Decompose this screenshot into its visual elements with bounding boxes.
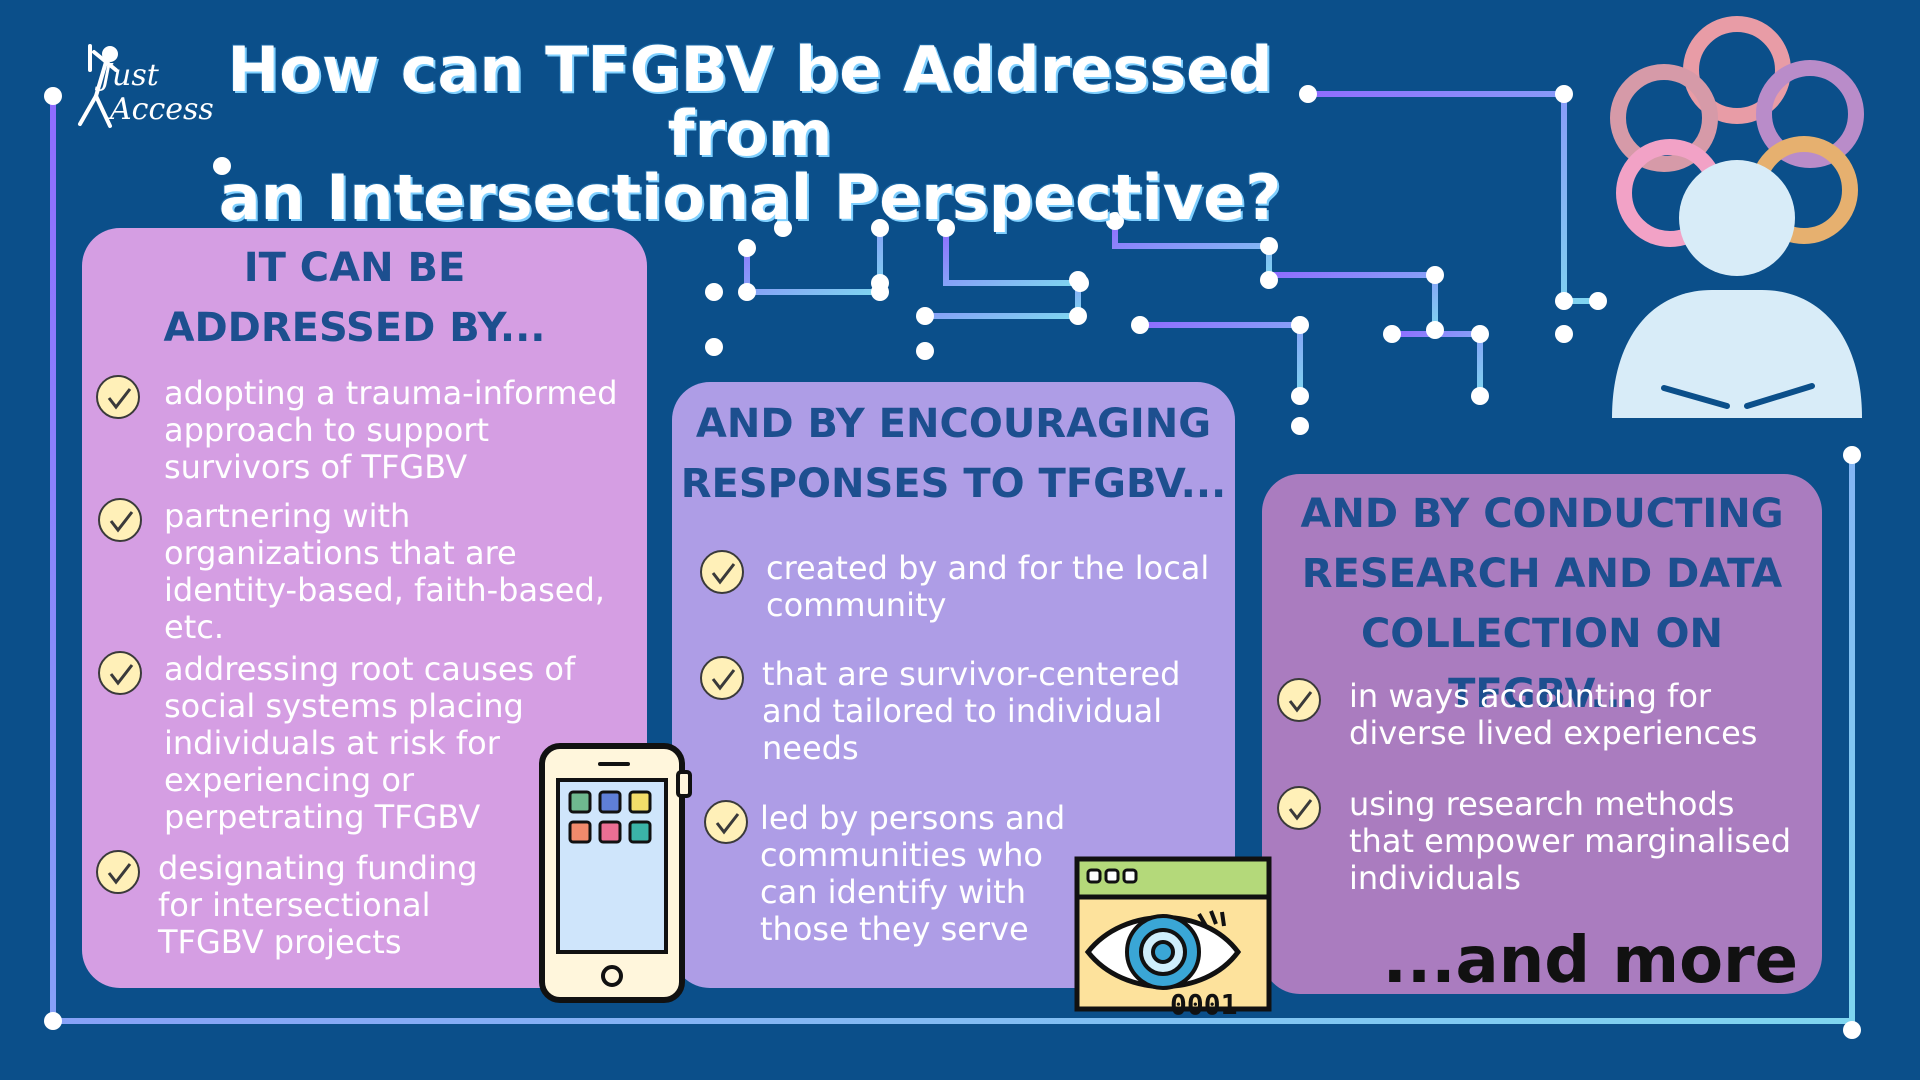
- logo-text-just: Just: [100, 58, 159, 93]
- responses-heading: AND BY ENCOURAGING RESPONSES TO TFGBV...: [672, 394, 1235, 514]
- research-panel: AND BY CONDUCTING RESEARCH AND DATA COLL…: [1262, 474, 1822, 998]
- list-item: partnering with organizations that are i…: [98, 498, 618, 646]
- research-heading: AND BY CONDUCTING RESEARCH AND DATA COLL…: [1262, 484, 1822, 724]
- check-circle-icon: [1277, 786, 1321, 830]
- list-item: designating funding for intersectional T…: [96, 850, 506, 961]
- check-circle-icon: [1277, 678, 1321, 722]
- smartphone-icon: [539, 743, 692, 1003]
- check-circle-icon: [96, 375, 140, 419]
- page-title-line2: an Intersectional Perspective?: [218, 161, 1282, 234]
- check-circle-icon: [96, 850, 140, 894]
- eye-surveillance-icon: 0001: [1074, 856, 1272, 1016]
- heading-line: ADDRESSED BY...: [163, 305, 546, 351]
- list-item-text: adopting a trauma-informed approach to s…: [164, 374, 618, 486]
- heading-line: RESPONSES TO TFGBV...: [680, 461, 1227, 507]
- check-circle-icon: [700, 656, 744, 700]
- check-circle-icon: [704, 800, 748, 844]
- page-title-line1: How can TFGBV be Addressed from: [227, 33, 1273, 170]
- ring-icon: [1610, 64, 1718, 172]
- heading-line: IT CAN BE: [243, 245, 466, 291]
- check-circle-icon: [700, 550, 744, 594]
- list-item-text: partnering with organizations that are i…: [164, 497, 605, 646]
- heading-line: COLLECTION ON TFGBV...: [1360, 611, 1724, 717]
- list-item: that are survivor-centered and tailored …: [700, 656, 1200, 767]
- intersecting-rings-person-illustration: [1610, 16, 1864, 418]
- logo-text-access: Access: [110, 92, 214, 127]
- list-item: led by persons and communities who can i…: [704, 800, 1084, 948]
- list-item-text: created by and for the local community: [766, 549, 1210, 624]
- list-item: created by and for the local community: [700, 550, 1220, 624]
- list-item: using research methods that empower marg…: [1277, 786, 1807, 897]
- list-item-text: led by persons and communities who can i…: [760, 799, 1066, 948]
- check-circle-icon: [98, 651, 142, 695]
- list-item-text: designating funding for intersectional T…: [158, 849, 478, 961]
- list-item-text: using research methods that empower marg…: [1349, 785, 1792, 897]
- addressed-by-heading: IT CAN BE ADDRESSED BY...: [82, 238, 627, 358]
- person-icon: [1612, 160, 1862, 418]
- heading-line: AND BY CONDUCTING: [1300, 491, 1784, 537]
- ring-icon: [1756, 60, 1864, 168]
- list-item-text: addressing root causes of social systems…: [164, 650, 576, 836]
- list-item: in ways accounting for diverse lived exp…: [1277, 678, 1807, 752]
- check-circle-icon: [98, 498, 142, 542]
- list-item-text: in ways accounting for diverse lived exp…: [1349, 677, 1758, 752]
- eye-code-text: 0001: [1170, 988, 1237, 1016]
- list-item: addressing root causes of social systems…: [98, 651, 598, 836]
- just-access-logo: Just Access: [70, 40, 214, 140]
- list-item: adopting a trauma-informed approach to s…: [96, 375, 636, 486]
- list-item-text: that are survivor-centered and tailored …: [762, 655, 1181, 767]
- page-title: How can TFGBV be Addressed from an Inter…: [200, 38, 1300, 230]
- heading-line: RESEARCH AND DATA: [1301, 551, 1783, 597]
- and-more-text: ...and more: [1382, 924, 1798, 998]
- heading-line: AND BY ENCOURAGING: [695, 401, 1212, 447]
